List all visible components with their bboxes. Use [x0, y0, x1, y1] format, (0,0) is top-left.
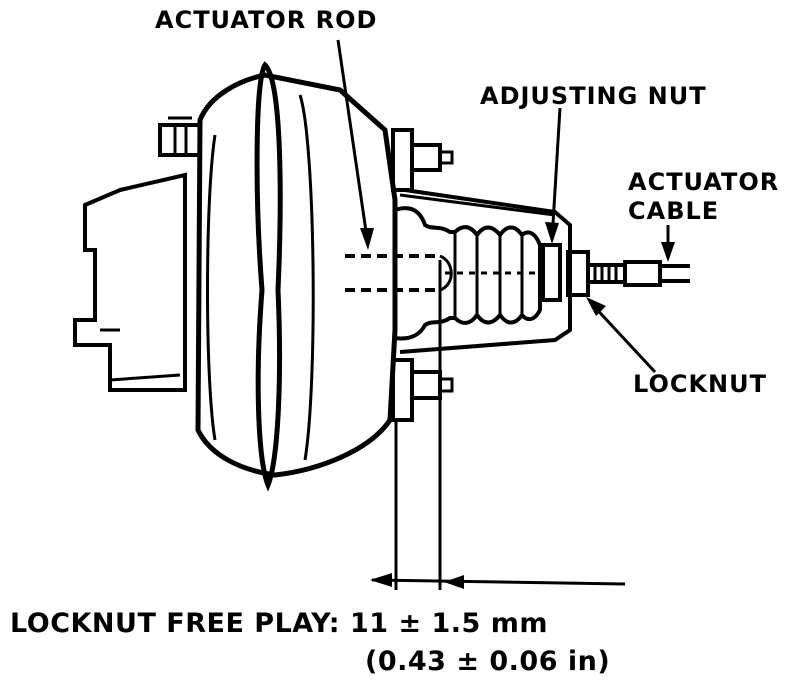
- label-locknut: LOCKNUT: [633, 370, 767, 398]
- label-actuator-rod: ACTUATOR ROD: [155, 6, 378, 34]
- label-actuator-cable-line2: CABLE: [628, 197, 720, 225]
- actuator-rear-housing: [73, 172, 187, 392]
- actuator-rod: [345, 254, 540, 292]
- upper-bracket-bolt: [391, 128, 454, 192]
- top-left-mounting-bolt: [158, 116, 202, 157]
- leader-actuator-rod: [336, 39, 374, 250]
- free-play-dimension: [370, 260, 626, 590]
- leader-locknut: [586, 297, 657, 374]
- leader-actuator-cable: [661, 225, 675, 262]
- label-actuator-cable-line1: ACTUATOR: [628, 168, 780, 196]
- caption-free-play-inches: (0.43 ± 0.06 in): [365, 646, 611, 677]
- leader-adjusting-nut: [545, 107, 562, 244]
- locknut: [566, 250, 590, 297]
- rubber-boot: [393, 206, 542, 341]
- actuator-diaphragm-housing: [195, 61, 398, 492]
- label-adjusting-nut: ADJUSTING NUT: [480, 82, 707, 110]
- lower-bracket-bolt: [391, 358, 454, 422]
- actuator-cable: [586, 260, 690, 287]
- adjusting-nut: [541, 243, 562, 302]
- caption-free-play: LOCKNUT FREE PLAY: 11 ± 1.5 mm: [10, 608, 548, 639]
